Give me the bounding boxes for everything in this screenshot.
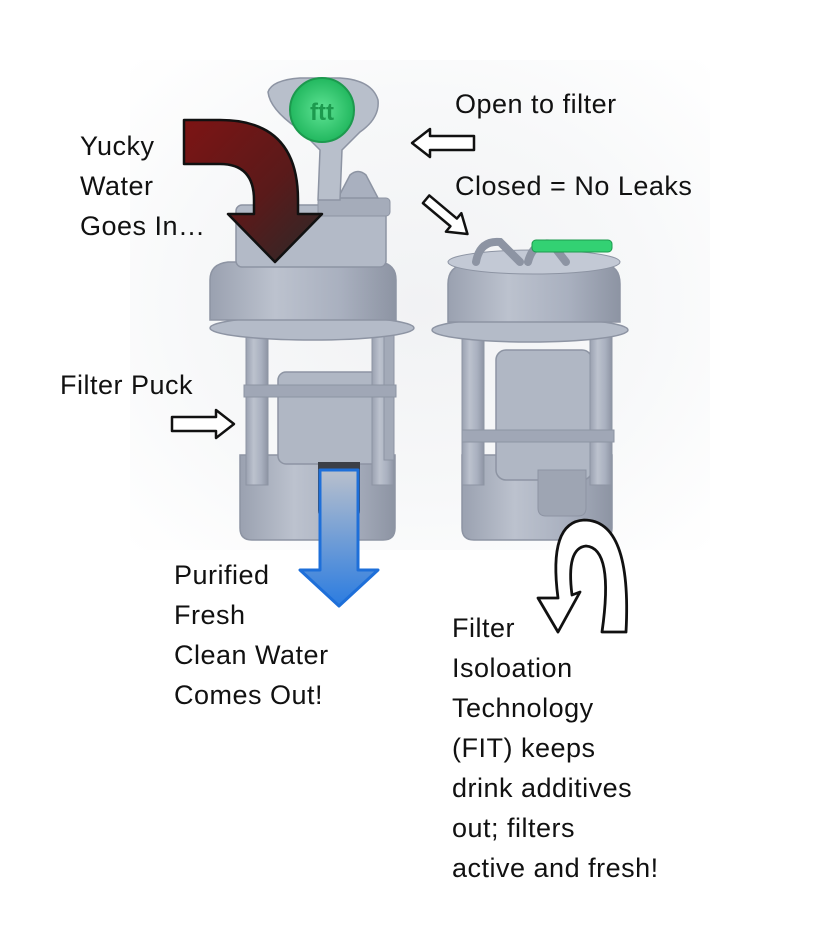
inflow-arrow-icon [182, 118, 324, 264]
label-fit-description: Filter Isoloation Technology (FIT) keeps… [452, 613, 659, 883]
label-open-to-filter: Open to filter [455, 89, 617, 119]
label-closed-no-leaks: Closed = No Leaks [455, 171, 693, 201]
right-filter-closed [431, 237, 629, 541]
left-filter-band [243, 384, 397, 398]
open-arrow-icon [410, 127, 476, 159]
label-yucky-water-in: Yucky Water Goes In… [80, 131, 206, 241]
closed-arrow-icon [421, 194, 469, 236]
left-filter-leg-left [245, 334, 269, 486]
right-filter-puck [495, 349, 593, 481]
right-filter-recess [537, 469, 587, 517]
right-filter-band [461, 429, 615, 443]
puck-arrow-icon [170, 408, 236, 440]
left-filter-button-logo: ftt [310, 99, 334, 126]
right-filter-green-button [531, 239, 613, 253]
left-filter-hinge [336, 170, 380, 199]
right-filter-leg-right [589, 334, 613, 486]
label-filter-puck: Filter Puck [60, 370, 194, 400]
outflow-arrow-icon [298, 468, 380, 608]
label-purified-water-out: Purified Fresh Clean Water Comes Out! [174, 560, 329, 710]
right-filter-leg-left [461, 334, 485, 486]
fit-loop-arrow-icon [536, 518, 629, 634]
left-filter-green-button [289, 77, 355, 143]
left-filter-cap [209, 261, 397, 321]
